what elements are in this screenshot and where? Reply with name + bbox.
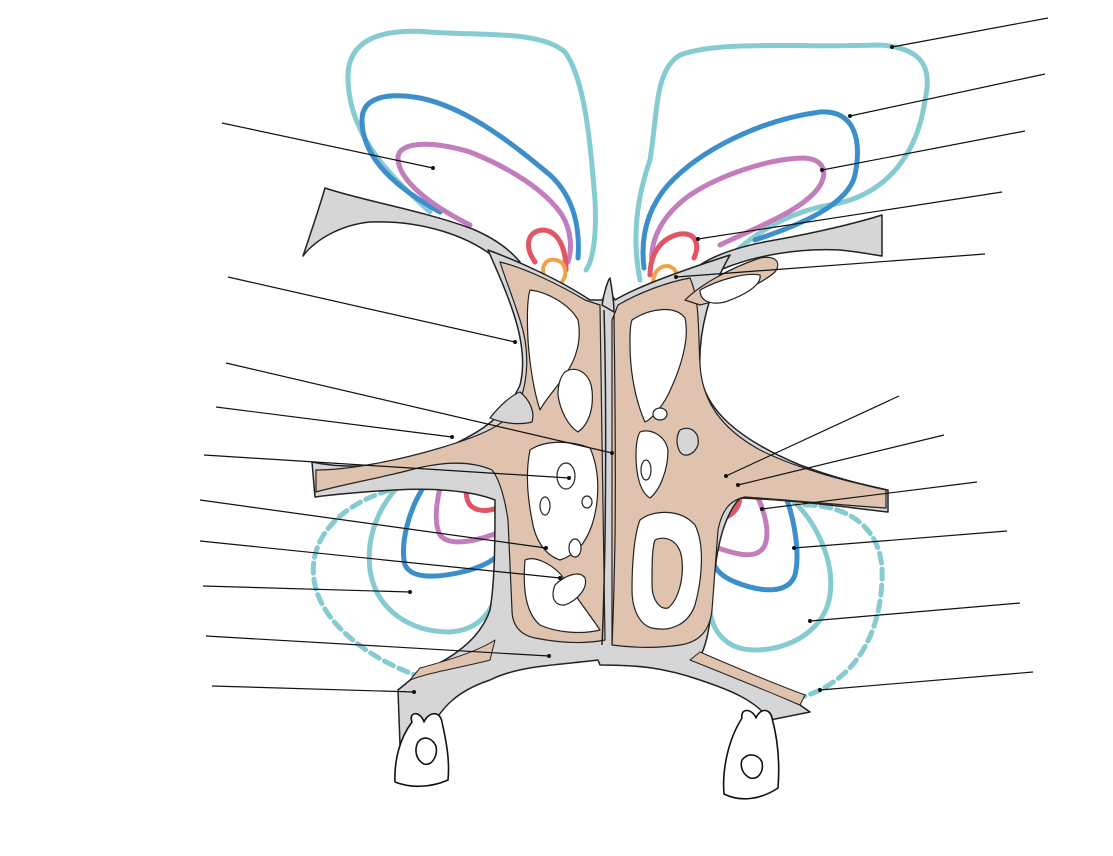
leader-line-13 (227, 276, 516, 343)
left-upper-ethmoid-cell (526, 289, 580, 411)
leader-line-8 (761, 481, 978, 510)
leader-point-13 (513, 340, 517, 344)
leader-line-14 (225, 362, 613, 454)
right-molar-pulp (740, 754, 764, 780)
leader-line-5 (675, 253, 986, 278)
leader-line-20 (205, 635, 550, 657)
right-middle-ethmoid-cell (635, 430, 669, 499)
left-ethmoid-small-cell-3 (568, 538, 582, 558)
left-floor-mucosa (409, 639, 496, 681)
leader-line-19 (202, 585, 411, 593)
leader-point-21 (412, 690, 416, 694)
leader-line-4 (697, 191, 1003, 240)
leader-point-11 (818, 688, 822, 692)
right-ethmoid-small-cell-2 (640, 459, 652, 481)
leader-line-12 (221, 122, 434, 169)
leader-line-21 (211, 685, 415, 693)
leader-line-2 (849, 73, 1046, 117)
leader-point-1 (890, 45, 894, 49)
right-frontal-red-ring (647, 231, 700, 278)
leader-point-5 (674, 275, 678, 279)
crista-galli (601, 277, 615, 313)
leader-point-2 (848, 114, 852, 118)
right-maxillary-blue-ring (709, 492, 800, 593)
right-maxillary-teal-ring (707, 497, 834, 653)
leader-line-6 (725, 395, 900, 477)
label-leader-points (408, 45, 894, 694)
right-frontal-purple-ring (649, 155, 827, 265)
left-upper-molar (394, 712, 450, 788)
left-ethmoid-small-cell-2 (581, 495, 593, 509)
left-frontal-orange-ring (541, 257, 568, 284)
right-inferior-turbinate-bone (651, 537, 683, 609)
leader-line-10 (809, 602, 1021, 622)
leader-point-6 (724, 474, 728, 478)
leader-line-7 (737, 434, 945, 486)
right-maxillary-dashed-ring (690, 502, 885, 703)
teeth (394, 709, 780, 800)
leader-line-1 (891, 17, 1049, 48)
left-middle-ethmoid-cell (557, 368, 593, 433)
right-frontal-blue-ring (640, 109, 860, 271)
right-ethmoid-small-cell-1 (652, 407, 668, 421)
leader-point-3 (820, 168, 824, 172)
nasal-septum (601, 309, 607, 646)
air-cells (489, 273, 761, 646)
left-maxillary-ostium-cell (552, 573, 587, 606)
leader-point-7 (736, 483, 740, 487)
label-leader-lines (199, 17, 1049, 693)
leader-point-20 (547, 654, 551, 658)
leader-line-3 (821, 130, 1026, 171)
leader-point-12 (431, 166, 435, 170)
left-ethmoid-small-cell-1 (556, 462, 576, 490)
leader-point-8 (760, 507, 764, 511)
leader-line-11 (819, 671, 1034, 691)
leader-point-17 (544, 546, 548, 550)
leader-line-9 (793, 530, 1008, 549)
right-frontal-recess-cell (699, 273, 761, 304)
left-orbital-bone-cell (489, 391, 534, 425)
leader-point-9 (792, 546, 796, 550)
leader-point-4 (696, 237, 700, 241)
nasal-septum-inner (611, 314, 617, 646)
left-orbital-roof (302, 187, 521, 263)
leader-line-18 (199, 540, 561, 579)
leader-point-10 (808, 619, 812, 623)
frontal-spread-rings (345, 28, 930, 294)
right-orbital-bone-cell (676, 427, 699, 456)
leader-point-14 (610, 451, 614, 455)
leader-point-16 (567, 476, 571, 480)
leader-line-15 (215, 406, 453, 438)
left-frontal-purple-ring (395, 141, 573, 265)
leader-line-17 (199, 499, 547, 549)
leader-point-15 (450, 435, 454, 439)
left-frontal-outer-teal-ring (345, 28, 598, 273)
left-ethmoid-small-cell-4 (539, 496, 551, 516)
right-floor-mucosa (689, 651, 806, 706)
left-maxillary-teal-ring (366, 467, 503, 635)
left-frontal-blue-ring (359, 93, 581, 261)
leader-point-18 (558, 576, 562, 580)
left-molar-pulp (415, 737, 438, 766)
leader-line-16 (203, 454, 570, 479)
leader-point-19 (408, 590, 412, 594)
left-frontal-red-ring (526, 227, 569, 273)
